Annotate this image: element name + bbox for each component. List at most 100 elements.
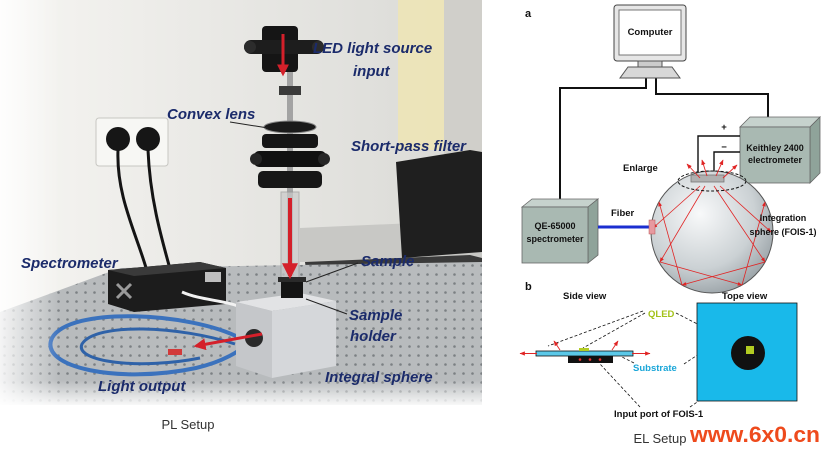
sphere-label-line2: sphere (FOIS-1) — [749, 227, 816, 237]
spectrometer-logo — [115, 282, 133, 300]
enlarge-ring — [677, 170, 747, 192]
pl-setup-photo — [0, 0, 482, 405]
electrometer-front — [739, 126, 811, 184]
enlarge-label: Enlarge — [623, 163, 658, 174]
post-clamp — [279, 86, 301, 95]
spectrometer-connector — [205, 272, 221, 282]
top-view-qled — [746, 346, 754, 354]
power-plug-right — [136, 127, 160, 151]
terminal-plus: + — [721, 122, 727, 133]
label-spectrometer: Spectrometer — [21, 255, 119, 272]
substrate-label: Substrate — [633, 363, 677, 374]
qled-label: QLED — [648, 309, 675, 320]
emission-arrow — [686, 163, 701, 179]
computer-spectrometer-cable — [559, 76, 647, 200]
electrometer-side — [809, 116, 821, 184]
integral-sphere-top — [236, 293, 336, 311]
minus-lead — [713, 151, 740, 176]
filter-knob-left — [250, 153, 262, 165]
ray — [659, 261, 743, 286]
qe-spectrometer-top — [520, 198, 600, 208]
computer-neck — [637, 60, 663, 68]
emission-arrow — [722, 164, 738, 179]
power-plug-left — [106, 127, 130, 151]
pl-setup-caption: PL Setup — [161, 417, 214, 432]
panel-a-letter: a — [525, 8, 532, 20]
ray — [681, 261, 766, 286]
plus-lead — [697, 135, 740, 176]
label-sample: Sample — [361, 253, 414, 270]
fiber-connector — [168, 349, 182, 355]
sphere-reflection-rays — [652, 185, 772, 286]
emission-arrow — [715, 159, 724, 177]
computer-screen — [618, 9, 682, 56]
filter-mount-1 — [262, 134, 318, 148]
ray — [719, 185, 772, 233]
photo-fade-left — [0, 0, 60, 405]
chair — [396, 150, 482, 258]
port-light-dot — [588, 358, 592, 361]
ray — [713, 185, 766, 263]
pl-setup-labels: LED light source input Convex lens Short… — [21, 40, 467, 395]
electrometer-label-line2: electrometer — [748, 155, 803, 165]
power-cable-right — [146, 149, 174, 277]
terminal-minus: − — [721, 142, 727, 153]
sample-pointer — [305, 262, 359, 283]
fiber-label: Fiber — [611, 208, 635, 219]
sample-holder-pointer — [305, 298, 348, 315]
computer-electrometer-cable — [655, 76, 769, 118]
label-light-output: Light output — [98, 378, 186, 395]
convex-lens-pointer — [229, 121, 269, 129]
spectrometer-label: QE-65000 — [534, 221, 575, 231]
convex-lens-mount — [263, 120, 317, 134]
sample-holder-block — [281, 280, 303, 298]
ray — [741, 201, 766, 286]
label-convex-lens: Convex lens — [167, 106, 255, 123]
filter-knob-right — [318, 153, 330, 165]
qled-leader-side — [582, 312, 646, 349]
label-led-source-line2: input — [353, 63, 391, 80]
sphere-label: Integration — [760, 213, 807, 223]
side-view-qled — [579, 348, 589, 351]
el-setup-panel-a: a Computer Keithley 2400 electrometer + … — [520, 4, 821, 294]
computer-label: Computer — [628, 27, 673, 38]
computer-base — [619, 66, 681, 79]
wall-right-shade — [444, 0, 482, 160]
label-integral-sphere: Integral sphere — [325, 369, 433, 386]
filter-mount-2 — [254, 151, 326, 167]
electrometer-label: Keithley 2400 — [746, 143, 804, 153]
ray — [658, 201, 683, 286]
electrometer-top — [739, 116, 821, 128]
emission-arrow-up-right — [611, 340, 619, 351]
top-view-title: Tope view — [722, 291, 768, 302]
side-view-substrate — [535, 350, 634, 357]
label-sample-holder-line2: holder — [350, 328, 397, 345]
side-view-title: Side view — [563, 291, 607, 302]
label-short-pass-filter: Short-pass filter — [351, 138, 467, 155]
label-sample-holder: Sample — [349, 307, 402, 324]
port-light-dot — [598, 358, 602, 361]
el-setup-caption: EL Setup — [633, 431, 686, 446]
qled-leader-side-2 — [547, 310, 644, 347]
substrate-leader-top — [683, 353, 700, 365]
photo-fade-bottom — [0, 380, 482, 405]
spectrometer-label-line2: spectrometer — [526, 234, 584, 244]
panel-b-letter: b — [525, 281, 532, 293]
sphere-sample — [690, 174, 725, 183]
side-emission-arrows — [519, 340, 651, 356]
ray — [652, 185, 701, 229]
qe-spectrometer-side — [587, 198, 599, 264]
substrate-leader-side — [621, 356, 635, 364]
watermark: www.6x0.cn — [689, 422, 820, 447]
led-knob-left — [244, 41, 256, 53]
qe-spectrometer-front — [521, 206, 589, 264]
qled-leader-top — [675, 312, 745, 349]
input-port-label: Input port of FOIS-1 — [614, 409, 704, 420]
emission-arrow — [701, 159, 708, 177]
wall-yellow-strip — [398, 0, 444, 150]
label-led-source: LED light source — [313, 40, 432, 57]
emission-arrow-up-left — [553, 340, 561, 351]
spectrometer-top — [108, 262, 226, 276]
fiber-port — [648, 219, 656, 235]
